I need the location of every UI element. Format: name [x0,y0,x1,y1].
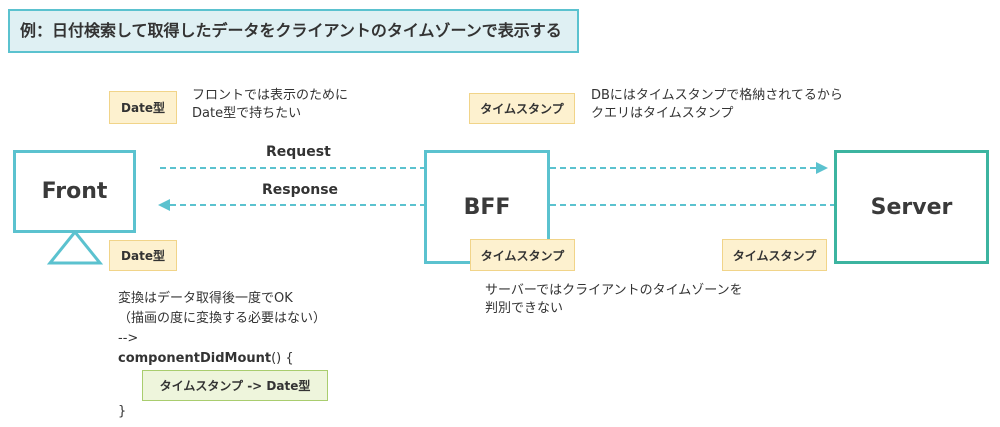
request-arrowhead [816,162,828,174]
front-triangle-marker [46,229,104,265]
response-label: Response [262,182,339,198]
front-bottom-date-type-tag: Date型 [109,240,177,271]
front-date-type-tag: Date型 [109,91,177,124]
server-box: Server [834,150,989,264]
request-label: Request [266,144,331,160]
bff-note-line-1: DBにはタイムスタンプで格納されてるから [591,88,843,103]
bff-bottom-timestamp-tag: タイムスタンプ [470,239,575,271]
code-open-line: componentDidMount() { [118,349,326,369]
server-label: Server [870,194,953,220]
conversion-line-1: 変換はデータ取得後一度でOK [118,291,293,306]
conversion-line-2: （描画の度に変換する必要はない） [118,311,327,326]
conversion-arrow-text: --> [118,331,139,346]
server-timestamp-tag: タイムスタンプ [722,239,827,271]
front-note-line-1: フロントでは表示のために [192,88,349,103]
diagram-title: 例：日付検索して取得したデータをクライアントのタイムゾーンで表示する [8,9,579,53]
conversion-note: 変換はデータ取得後一度でOK （描画の度に変換する必要はない） --> comp… [118,289,326,369]
conversion-inner-tag: タイムスタンプ -> Date型 [142,370,328,401]
bff-timestamp-tag: タイムスタンプ [469,93,575,124]
bff-note-line-2: クエリはタイムスタンプ [591,106,734,121]
bff-note: DBにはタイムスタンプで格納されてるから クエリはタイムスタンプ [591,87,843,123]
front-note: フロントでは表示のために Date型で持ちたい [192,87,348,123]
front-note-line-2: Date型で持ちたい [192,106,302,121]
front-box: Front [13,150,136,233]
bff-bottom-note-line-1: サーバーではクライアントのタイムゾーンを [485,283,743,298]
front-label: Front [41,179,108,204]
code-close-brace: } [118,404,127,419]
code-method-name: componentDidMount [118,351,272,366]
bff-label: BFF [463,194,511,220]
bff-bottom-note: サーバーではクライアントのタイムゾーンを 判別できない [485,282,743,318]
response-arrowhead [158,199,170,211]
bff-bottom-note-line-2: 判別できない [485,301,564,316]
code-open-brace: () { [271,351,294,366]
